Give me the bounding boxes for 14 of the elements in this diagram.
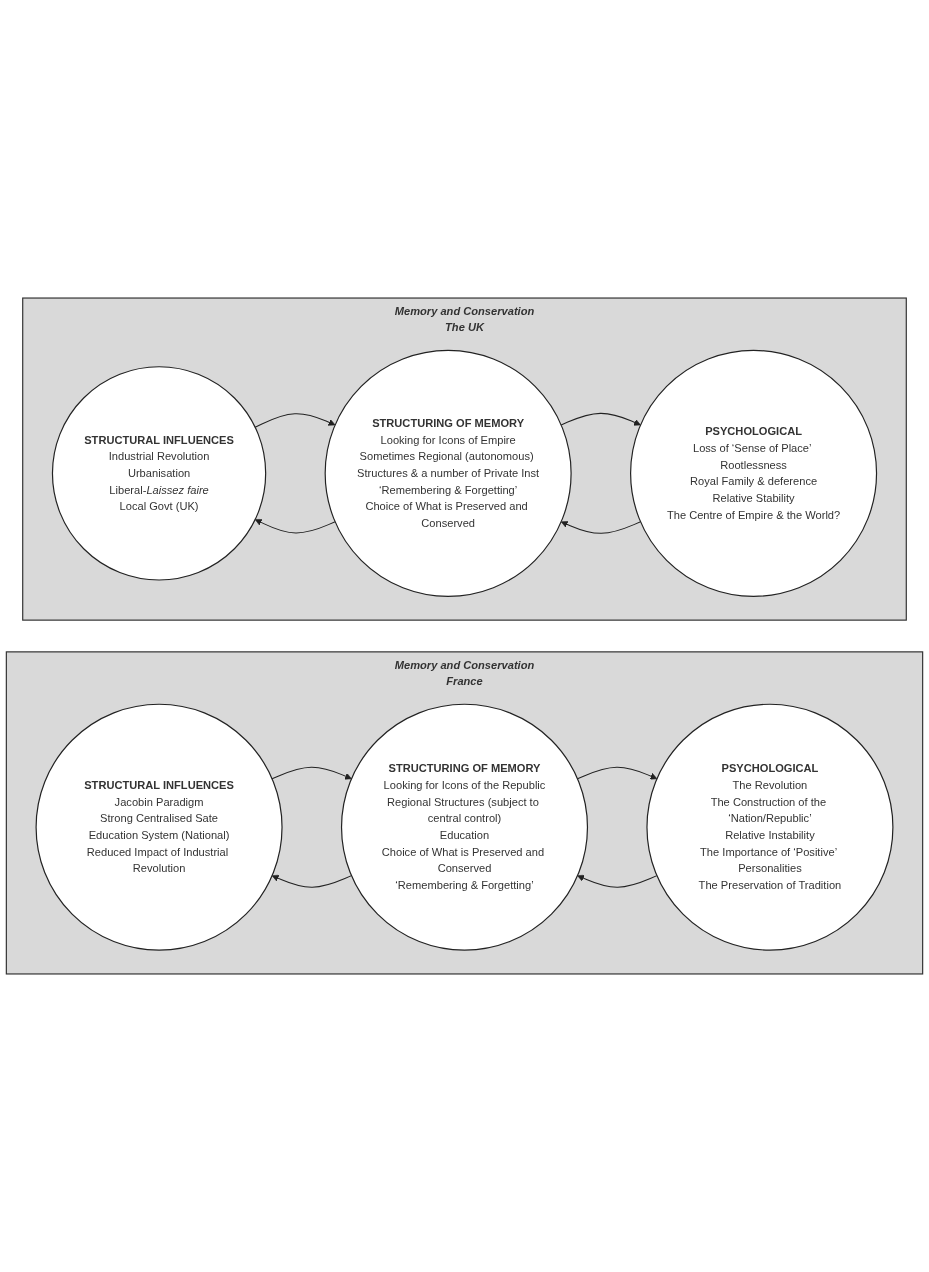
arrow (254, 413, 336, 428)
node-circle: PSYCHOLOGICAL Loss of ‘Sense of Place’ Rootlessness Royal Family & deference Relative Stability The Centre of Empire & the World? (630, 349, 878, 597)
arrow (560, 412, 641, 426)
node-circle: PSYCHOLOGICAL The Revolution The Construction of the ‘Nation/Republic’ Relative Instability The Importance of ‘Positive’ Personalities The Preservation of Tradition (646, 703, 894, 951)
arrow (271, 874, 352, 888)
arrow (560, 521, 642, 534)
arrow (271, 766, 352, 780)
arrow (577, 874, 658, 888)
node-circle: STRUCTURAL INFLUENCES Jacobin Paradigm Strong Centralised Sate Education System (National) Reduced Impact of Industrial Revolution (35, 703, 283, 951)
arrow (254, 519, 336, 534)
arrow (577, 766, 658, 780)
node-circle: STRUCTURING OF MEMORY Looking for Icons of Empire Sometimes Regional (autonomous) Structures & a number of Private Inst ‘Remembering & Forgetting’ Choice of What is Preserved and Conserved (324, 349, 572, 597)
node-circle: STRUCTURAL INFLUENCES Industrial Revolution Urbanisation Liberal-Laissez faire Local Govt (UK) (51, 366, 267, 581)
node-circle: STRUCTURING OF MEMORY Looking for Icons of the Republic Regional Structures (subject to central control) Education Choice of What is Preserved and Conserved ‘Remembering & Forgetting’ (340, 703, 589, 951)
